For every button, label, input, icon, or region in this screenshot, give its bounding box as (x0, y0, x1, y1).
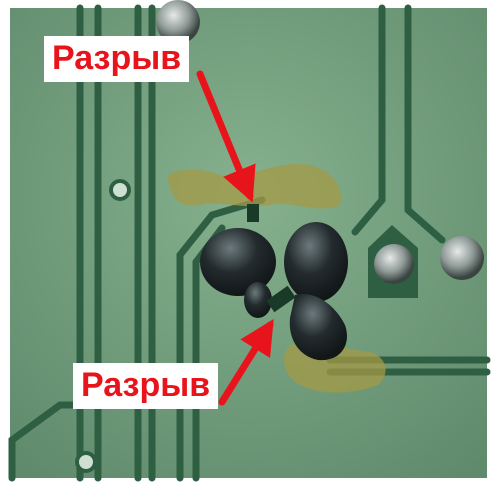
break-label-bottom: Разрыв (73, 363, 219, 409)
via-ring-bottom (75, 451, 97, 473)
top-solder-pad (156, 0, 200, 44)
break-marker-bottom (266, 285, 296, 313)
right-pads (368, 225, 484, 298)
break-label-top: Разрыв (44, 36, 190, 82)
solder-blobs (200, 222, 348, 361)
via-ring (109, 179, 131, 201)
break-marker-top (247, 204, 259, 222)
arrow-bottom (218, 319, 274, 406)
arrow-top (196, 70, 256, 203)
